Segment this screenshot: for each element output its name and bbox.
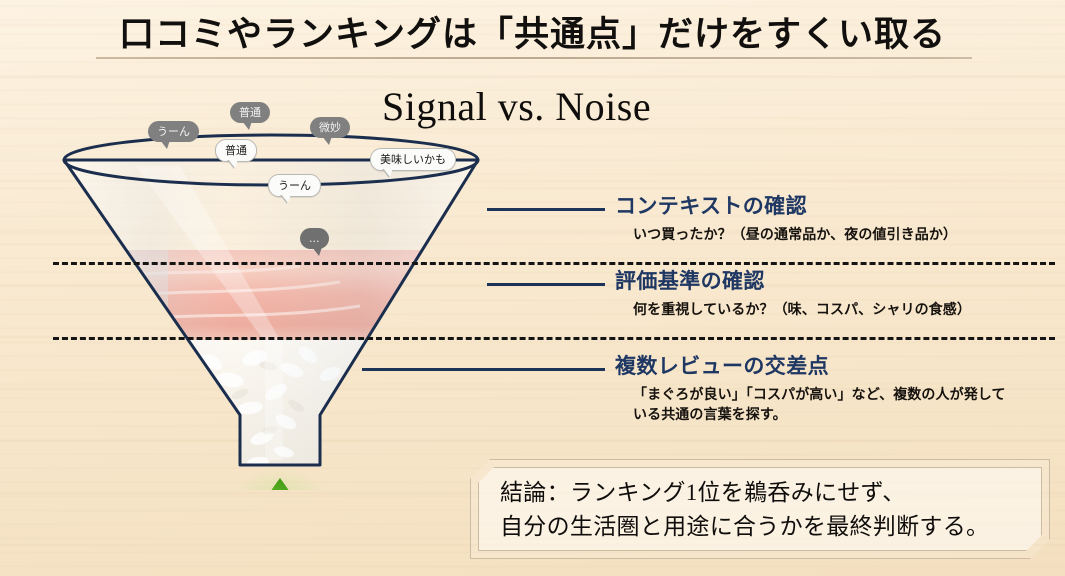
- conclusion-line-2: 自分の生活圏と用途に合うかを最終判断する。: [500, 514, 990, 540]
- conclusion-box: 結論：ランキング1位を鵜呑みにせず、 自分の生活圏と用途に合うかを最終判断する。: [470, 459, 1050, 559]
- page-title: 口コミやランキングは「共通点」だけをすくい取る: [119, 15, 946, 55]
- bubble-oishii-kamo: 美味しいかも: [370, 148, 456, 177]
- section-heading-3: 複数レビューの交差点: [615, 354, 829, 378]
- section-intersection: 複数レビューの交差点 「まぐろが良い」「コスパが高い」など、複数の人が発している…: [615, 350, 1019, 426]
- leader-line-1: [487, 208, 605, 211]
- conclusion-inner-frame: [478, 467, 1042, 551]
- bubble-futsuu-white: 普通: [215, 139, 257, 168]
- conclusion-line-1: 結論：ランキング1位を鵜呑みにせず、: [500, 480, 906, 505]
- sushi-funnel-illustration: うーん 普通 微妙 普通 美味しいかも うーん ...: [40, 102, 500, 490]
- section-context: コンテキストの確認 いつ買ったか？（昼の通常品か、夜の値引き品か）: [615, 190, 957, 245]
- funnel-glass: [64, 160, 478, 465]
- bubble-ellipsis: ...: [300, 228, 329, 256]
- divider-dashed-1: [53, 262, 1055, 265]
- section-heading-2: 評価基準の確認: [615, 269, 765, 293]
- section-body-3: 「まぐろが良い」「コスパが高い」など、複数の人が発している共通の言葉を探す。: [633, 387, 1006, 424]
- section-heading-1: コンテキストの確認: [615, 194, 807, 218]
- bubble-bimyou: 微妙: [310, 117, 350, 145]
- leader-line-3: [362, 368, 605, 371]
- conclusion-text: 結論：ランキング1位を鵜呑みにせず、 自分の生活圏と用途に合うかを最終判断する。: [500, 476, 1032, 544]
- divider-dashed-2: [53, 337, 1055, 340]
- green-droplet: [271, 478, 289, 490]
- bubble-unn-1: うーん: [148, 121, 199, 149]
- section-body-2: 何を重視しているか？（味、コスパ、シャリの食感）: [633, 302, 971, 318]
- subtitle-signal-vs-noise: Signal vs. Noise: [382, 84, 652, 129]
- title-underline: [96, 57, 972, 59]
- section-criteria: 評価基準の確認 何を重視しているか？（味、コスパ、シャリの食感）: [615, 265, 971, 320]
- section-body-1: いつ買ったか？（昼の通常品か、夜の値引き品か）: [633, 227, 958, 243]
- bubble-futsuu-gray: 普通: [230, 102, 270, 130]
- funnel-graphic: [62, 133, 480, 490]
- bubble-unn-2: うーん: [268, 174, 321, 203]
- leader-line-2: [487, 283, 605, 286]
